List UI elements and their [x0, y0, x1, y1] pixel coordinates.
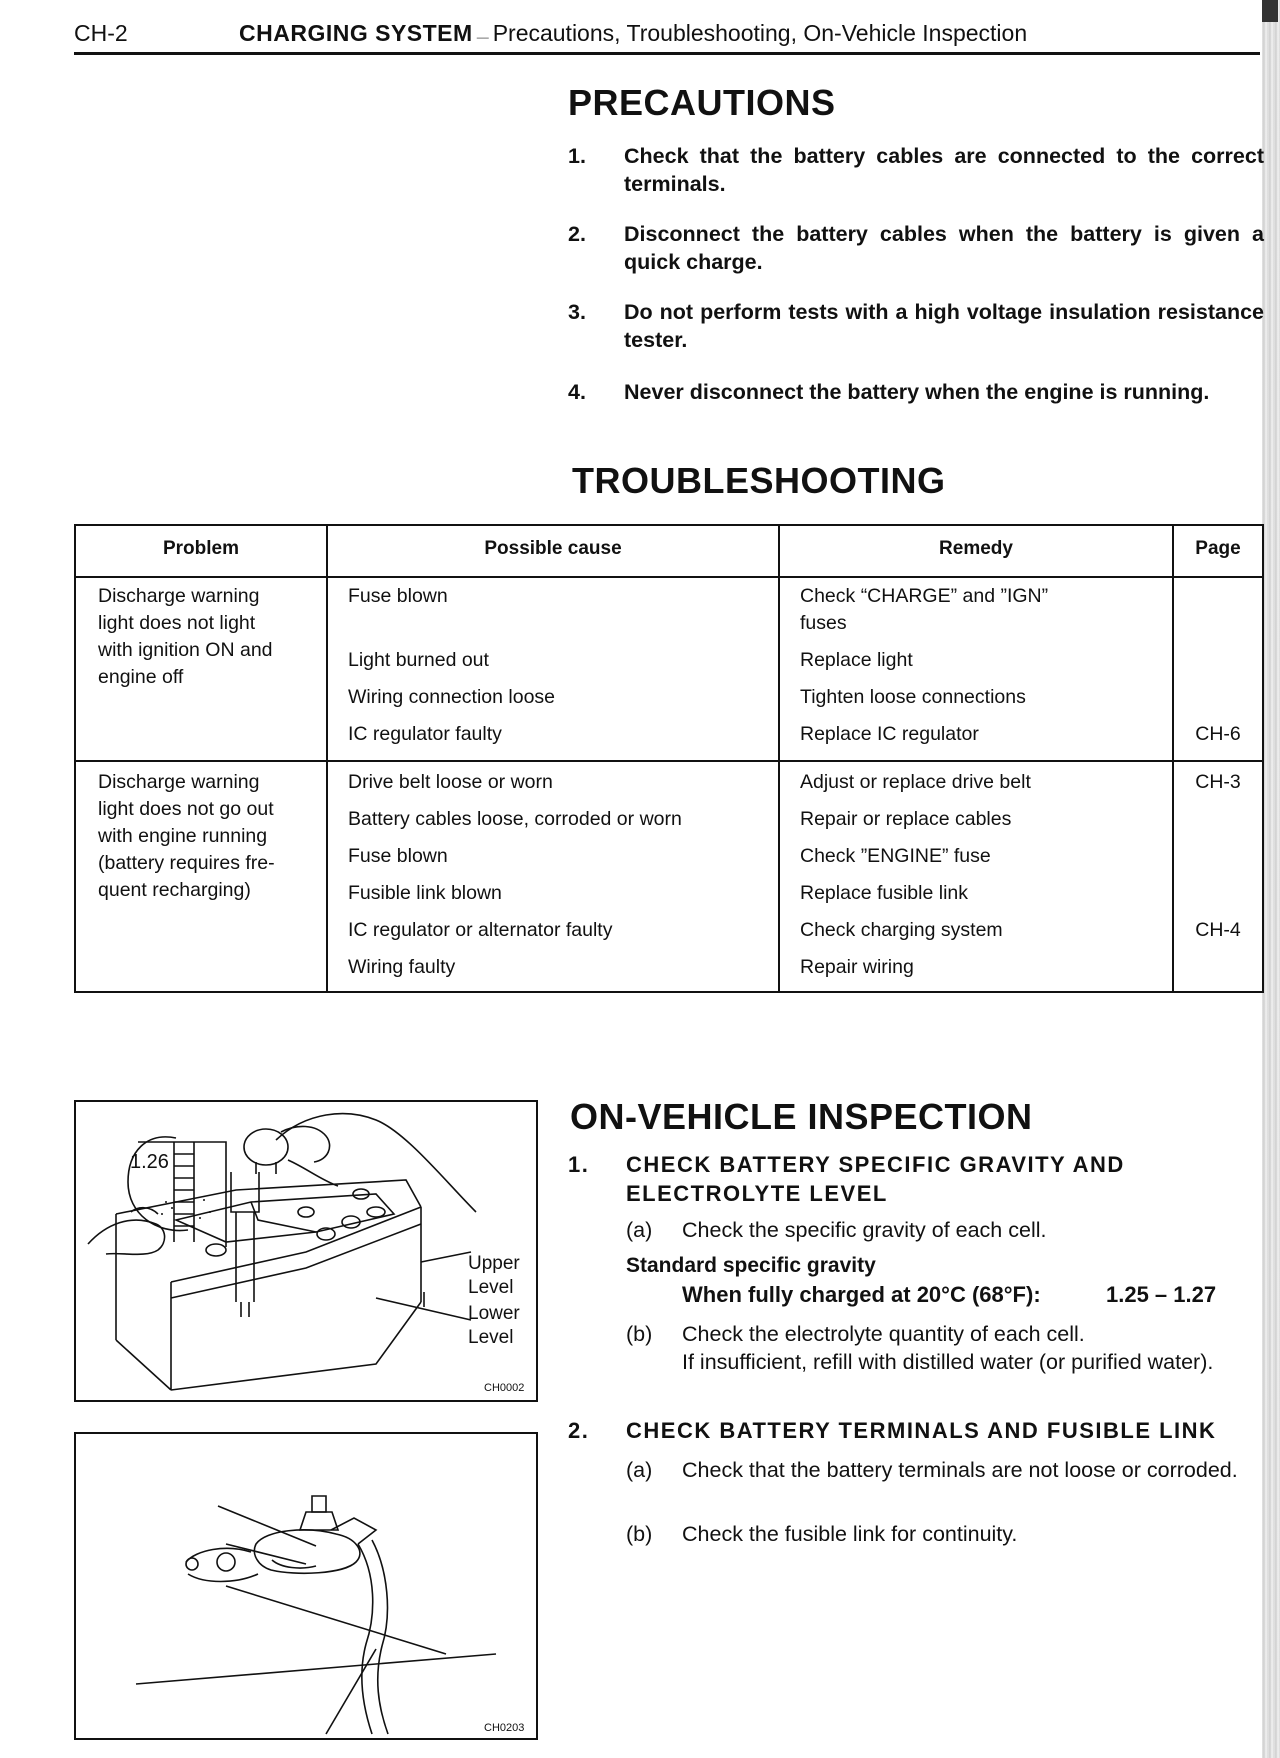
precautions-heading: PRECAUTIONS [568, 82, 836, 123]
cause-cell: Light burned out [348, 649, 489, 671]
remedy-cell: Check “CHARGE” and ”IGN” [800, 585, 1049, 607]
upper-level-label: Upper Level [468, 1252, 520, 1300]
upper-level-line: Upper [468, 1253, 520, 1274]
figure-battery-terminal: CH0203 [74, 1432, 538, 1740]
remedy-cell: Replace light [800, 649, 913, 671]
upper-level-line: Level [468, 1277, 514, 1298]
precaution-text: Check that the battery cables are connec… [624, 144, 1264, 196]
spec-condition: When fully charged at 20°C (68°F): [682, 1282, 1041, 1307]
cause-cell: IC regulator faulty [348, 723, 502, 745]
column-header-page: Page [1195, 538, 1241, 559]
substep-text: Check the fusible link for continuity. [682, 1522, 1018, 1546]
precaution-text: Never disconnect the battery when the en… [624, 380, 1210, 404]
cause-cell: Fuse blown [348, 585, 448, 607]
header-rule [74, 52, 1260, 55]
column-header-cause: Possible cause [484, 538, 622, 559]
troubleshooting-heading: TROUBLESHOOTING [572, 460, 946, 501]
remedy-cell: Adjust or replace drive belt [800, 771, 1031, 793]
precaution-number: 3. [568, 300, 586, 324]
figure-code: CH0203 [484, 1722, 525, 1734]
problem-line: quent recharging) [98, 879, 251, 901]
figure-code: CH0002 [484, 1382, 525, 1394]
lower-level-line: Level [468, 1327, 514, 1348]
hydrometer-reading: 1.26 [130, 1151, 169, 1173]
figure-hydrometer: 1.26 Upper Level Lower Level CH0002 [74, 1100, 538, 1402]
substep-label: (b) [626, 1522, 653, 1546]
header-title-bold: CHARGING SYSTEM [239, 20, 473, 46]
substep-label: (a) [626, 1218, 653, 1242]
table-group-rule [76, 760, 1262, 762]
precaution-number: 1. [568, 144, 586, 168]
substep-label: (a) [626, 1458, 653, 1482]
remedy-cell: Repair wiring [800, 956, 914, 978]
problem-line: light does not go out [98, 798, 274, 820]
precaution-number: 2. [568, 222, 586, 246]
remedy-cell: Check ”ENGINE” fuse [800, 845, 991, 867]
cause-cell: Drive belt loose or worn [348, 771, 553, 793]
lower-level-label: Lower Level [468, 1302, 520, 1350]
header-dash: — [476, 30, 489, 44]
remedy-cell: fuses [800, 612, 847, 634]
substep-text: If insufficient, refill with distilled w… [682, 1350, 1214, 1374]
spec-value: 1.25 – 1.27 [1106, 1282, 1217, 1307]
column-header-problem: Problem [162, 538, 240, 559]
table-divider [326, 526, 328, 991]
cause-cell: Wiring connection loose [348, 686, 556, 708]
page-code: CH-2 [74, 20, 128, 46]
step-title-text: CHECK BATTERY SPECIFIC GRAVITY AND ELECT… [626, 1152, 1125, 1206]
hydrometer-illustration [87, 1112, 477, 1391]
cause-cell: Fuse blown [348, 845, 448, 867]
table-divider [778, 526, 780, 991]
step-title-text: CHECK BATTERY TERMINALS AND FUSIBLE LINK [626, 1418, 1217, 1443]
remedy-cell: Replace IC regulator [800, 723, 979, 745]
substep-label: (b) [626, 1322, 653, 1346]
remedy-cell: Replace fusible link [800, 882, 969, 904]
problem-line: light does not light [98, 612, 256, 634]
step-number: 1. [568, 1152, 590, 1177]
cause-cell: Wiring faulty [348, 956, 456, 978]
problem-line: with ignition ON and [98, 639, 273, 661]
page-ref-cell: CH-6 [1195, 723, 1241, 745]
substep-text: Check the electrolyte quantity of each c… [682, 1322, 1085, 1346]
precaution-text: Disconnect the battery cables when the b… [624, 222, 1264, 274]
problem-line: (battery requires fre- [98, 852, 275, 874]
remedy-cell: Check charging system [800, 919, 1003, 941]
problem-line: Discharge warning [98, 771, 260, 793]
page-edge-corner [1262, 0, 1278, 22]
page-header-title: CHARGING SYSTEM—Precautions, Troubleshoo… [239, 20, 1027, 47]
step-number: 2. [568, 1418, 590, 1443]
substep-text: Check that the battery terminals are not… [682, 1458, 1238, 1482]
problem-line: with engine running [98, 825, 268, 847]
problem-line: Discharge warning [98, 585, 260, 607]
cause-cell: IC regulator or alternator faulty [348, 919, 613, 941]
cause-cell: Battery cables loose, corroded or worn [348, 808, 682, 830]
battery-terminal-illustration [135, 1495, 497, 1735]
problem-line: engine off [98, 666, 184, 688]
table-divider [1172, 526, 1174, 991]
troubleshooting-table: Problem Possible cause Remedy Page Disch… [74, 524, 1264, 993]
precaution-number: 4. [568, 380, 586, 404]
precaution-text: Do not perform tests with a high voltage… [624, 300, 1264, 352]
inspection-heading: ON-VEHICLE INSPECTION [570, 1096, 1033, 1137]
column-header-remedy: Remedy [939, 538, 1013, 559]
page-edge [1262, 0, 1280, 1758]
cause-cell: Fusible link blown [348, 882, 502, 904]
page-ref-cell: CH-3 [1195, 771, 1241, 793]
remedy-cell: Repair or replace cables [800, 808, 1012, 830]
page-header: CH-2 CHARGING SYSTEM—Precautions, Troubl… [74, 20, 1260, 56]
substep-text: Check the specific gravity of each cell. [682, 1218, 1047, 1242]
page-ref-cell: CH-4 [1195, 919, 1241, 941]
spec-title: Standard specific gravity [626, 1254, 876, 1277]
remedy-cell: Tighten loose connections [800, 686, 1026, 708]
header-title-rest: Precautions, Troubleshooting, On-Vehicle… [492, 20, 1028, 46]
lower-level-line: Lower [468, 1303, 520, 1324]
table-header-rule [76, 576, 1262, 578]
